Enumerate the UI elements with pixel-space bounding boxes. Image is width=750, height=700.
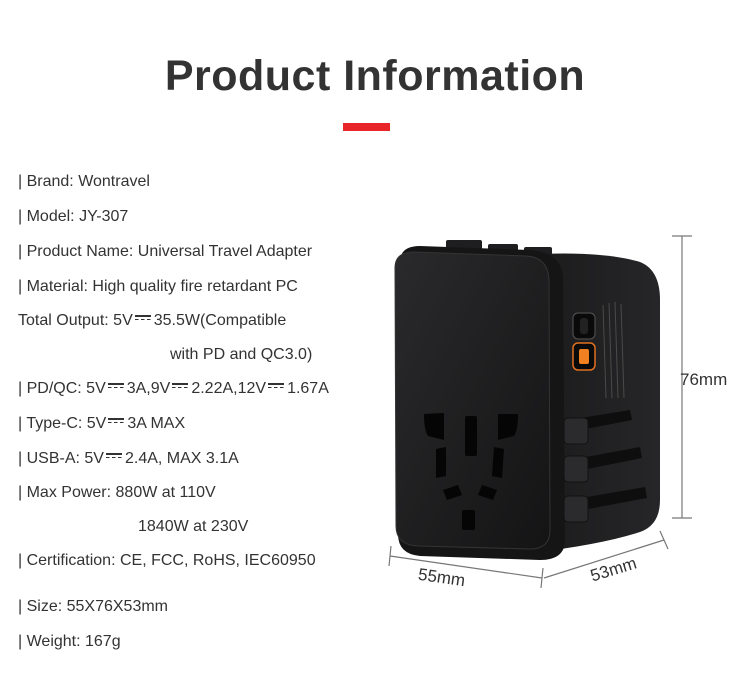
spec-pd-qc-part-1: 3A,9V — [126, 380, 171, 397]
height-dimension-line — [672, 235, 692, 519]
dc-current-icon — [134, 315, 151, 324]
plug-slider-top[interactable] — [563, 410, 632, 445]
spec-weight: | Weight: 167g — [18, 633, 121, 650]
spec-brand: | Brand: Wontravel — [18, 173, 150, 190]
dc-current-icon — [172, 383, 189, 392]
universal-socket — [424, 413, 518, 530]
spec-material: | Material: High quality fire retardant … — [18, 278, 298, 295]
spec-total-output-continued: with PD and QC3.0) — [170, 346, 313, 363]
width-dimension-line — [388, 545, 544, 589]
plug-slider-middle[interactable] — [563, 447, 642, 483]
depth-dimension-line — [543, 530, 669, 579]
spec-total-output: Total Output: 5V 35.5W(Compatible — [18, 311, 286, 331]
usb-c-port-inner — [580, 318, 588, 334]
page-title: Product Information — [164, 52, 586, 100]
spec-usb-a-prefix: | USB-A: 5V — [18, 450, 104, 467]
spec-usb-a: | USB-A: 5V 2.4A, MAX 3.1A — [18, 449, 239, 469]
spec-max-power: | Max Power: 880W at 110V — [18, 484, 216, 501]
spec-total-output-value: 35.5W(Compatible — [153, 312, 287, 329]
dc-current-icon — [105, 453, 122, 462]
spec-type-c-value: 3A MAX — [127, 415, 186, 432]
spec-max-power-continued: 1840W at 230V — [138, 518, 249, 535]
spec-product-name: | Product Name: Universal Travel Adapter — [18, 243, 313, 260]
height-label: 76mm — [680, 370, 728, 389]
spec-total-output-prefix: Total Output: 5V — [18, 312, 133, 329]
side-fine-print — [602, 301, 625, 399]
title-accent-bar — [343, 123, 390, 131]
spec-type-c: | Type-C: 5V 3A MAX — [18, 414, 185, 434]
adapter-front-face — [394, 251, 551, 550]
spec-pd-qc: | PD/QC: 5V 3A,9V 2.22A,12V 1.67A — [18, 379, 329, 399]
spec-type-c-prefix: | Type-C: 5V — [18, 415, 107, 432]
dc-current-icon — [107, 383, 124, 392]
spec-pd-qc-part-3: 1.67A — [287, 380, 329, 397]
spec-certification: | Certification: CE, FCC, RoHS, IEC60950 — [18, 552, 316, 569]
dc-current-icon — [268, 383, 285, 392]
plug-slider-bottom[interactable] — [563, 487, 647, 523]
spec-size: | Size: 55X76X53mm — [18, 598, 169, 615]
spec-pd-qc-prefix: | PD/QC: 5V — [18, 380, 106, 397]
spec-pd-qc-part-2: 2.22A,12V — [191, 380, 267, 397]
dc-current-icon — [108, 418, 125, 427]
spec-usb-a-value: 2.4A, MAX 3.1A — [124, 450, 239, 467]
spec-model: | Model: JY-307 — [18, 208, 129, 225]
usb-a-port-inner — [579, 349, 589, 364]
